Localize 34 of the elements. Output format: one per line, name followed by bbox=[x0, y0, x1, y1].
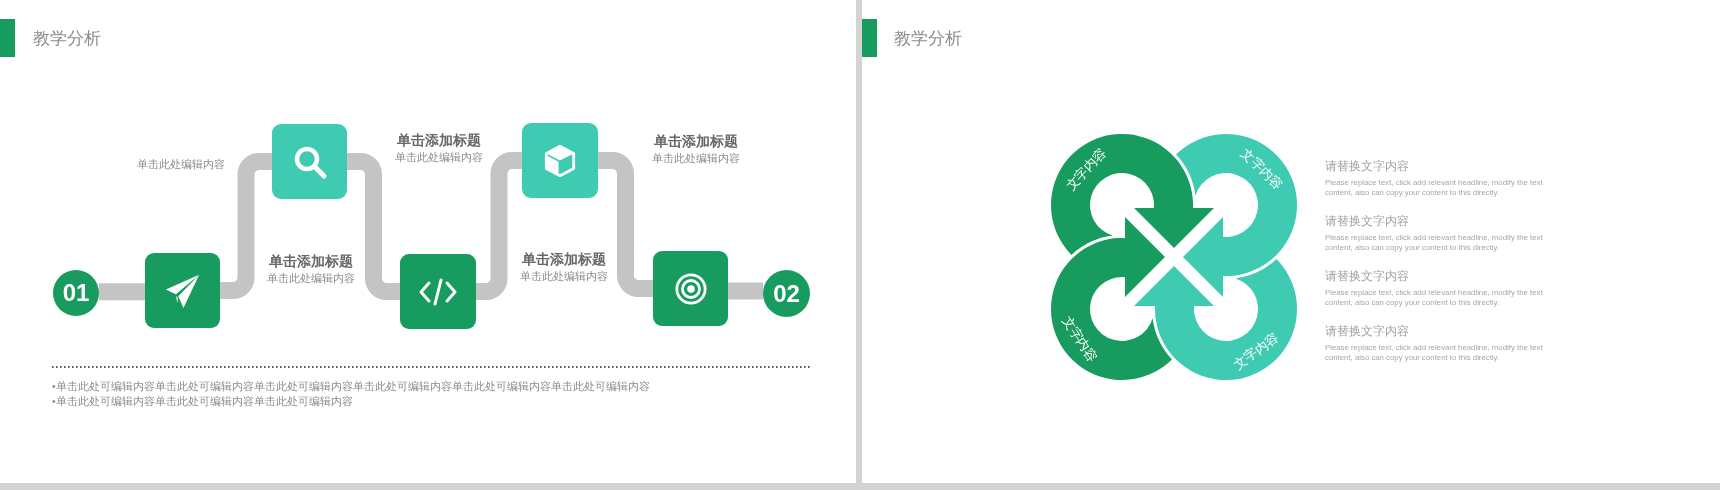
track-line bbox=[728, 282, 763, 300]
icon-tile bbox=[653, 251, 728, 326]
step-description: 单击此处编辑内容 bbox=[137, 157, 225, 171]
list-heading: 请替换文字内容 bbox=[1325, 324, 1409, 339]
icon-tile bbox=[522, 123, 598, 198]
step-heading: 单击添加标题 bbox=[269, 252, 353, 270]
step-description: 单击此处编辑内容 bbox=[395, 150, 483, 164]
list-heading: 请替换文字内容 bbox=[1325, 214, 1409, 229]
bullet-note: •单击此处可编辑内容单击此处可编辑内容单击此处可编辑内容 bbox=[52, 394, 353, 408]
segment-label: 文字内容 bbox=[1062, 144, 1109, 193]
segment-label: 文字内容 bbox=[1059, 312, 1101, 365]
step-number: 01 bbox=[53, 270, 99, 316]
step-number: 02 bbox=[763, 270, 810, 317]
icon-tile bbox=[400, 254, 476, 329]
track-line bbox=[99, 283, 145, 301]
list-heading: 请替换文字内容 bbox=[1325, 269, 1409, 284]
segment-label: 文字内容 bbox=[1238, 144, 1287, 193]
segment-label: 文字内容 bbox=[1230, 329, 1281, 373]
step-heading: 单击添加标题 bbox=[397, 131, 481, 149]
track-line bbox=[598, 152, 653, 297]
step-description: 单击此处编辑内容 bbox=[520, 269, 608, 283]
icon-tile bbox=[272, 124, 347, 199]
track-line bbox=[220, 153, 272, 299]
step-description: 单击此处编辑内容 bbox=[267, 271, 355, 285]
icon-tile bbox=[145, 253, 220, 328]
track-line bbox=[347, 153, 400, 300]
bullet-note: •单击此处可编辑内容单击此处可编辑内容单击此处可编辑内容单击此处可编辑内容单击此处可编辑内容单击此处可编辑内容 bbox=[52, 379, 650, 393]
track-line bbox=[476, 152, 522, 300]
slide-title: 教学分析 bbox=[894, 29, 962, 49]
step-description: 单击此处编辑内容 bbox=[652, 151, 740, 165]
step-heading: 单击添加标题 bbox=[654, 132, 738, 150]
list-heading: 请替换文字内容 bbox=[1325, 159, 1409, 174]
slide-title: 教学分析 bbox=[33, 29, 101, 49]
step-heading: 单击添加标题 bbox=[522, 250, 606, 268]
